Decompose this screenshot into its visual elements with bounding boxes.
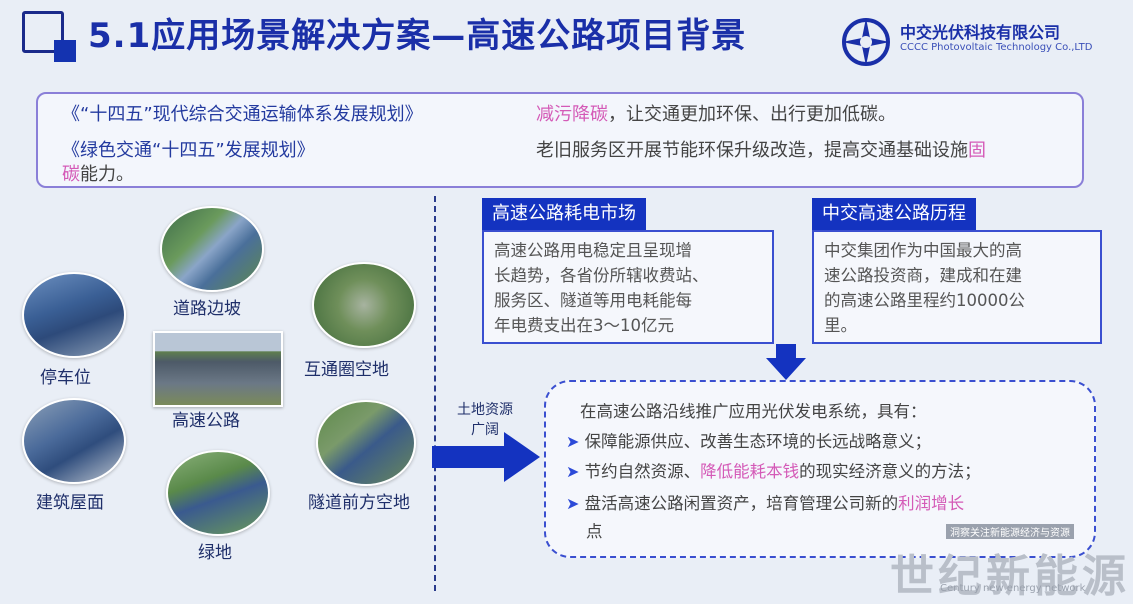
arrow-down-icon	[766, 344, 806, 380]
company-name-en: CCCC Photovoltaic Technology Co.,LTD	[900, 42, 1093, 53]
policy-2-desc-line2: 碳能力。	[62, 164, 134, 185]
photo-tunnel	[316, 400, 416, 486]
label-green-space: 绿地	[198, 543, 232, 563]
photo-green-space	[166, 450, 270, 536]
photo-interchange	[312, 262, 416, 348]
policy-1-title: 《“十四五”现代综合交通运输体系发展规划》	[62, 104, 423, 125]
benefit-item-3: ➤ 盘活高速公路闲置资产，培育管理公司新的利润增长	[566, 494, 965, 513]
label-roadside-slope: 道路边坡	[173, 299, 241, 319]
benefits-intro: 在高速公路沿线推广应用光伏发电系统，具有：	[580, 402, 927, 421]
arrow-label: 土地资源 广阔	[457, 402, 513, 438]
company-name-cn: 中交光伏科技有限公司	[900, 23, 1061, 42]
policy-2-title: 《绿色交通“十四五”发展规划》	[62, 140, 315, 161]
arrow-right-icon: ➤	[566, 432, 580, 451]
benefit-item-3-end: 点	[586, 522, 603, 541]
market-box: 高速公路用电稳定且呈现增 长趋势，各省份所辖收费站、 服务区、隧道等用电耗能每 …	[482, 230, 774, 344]
header-decoration-square	[54, 40, 76, 62]
photo-roadside-slope	[160, 206, 264, 292]
photo-rooftop	[22, 398, 126, 484]
header-decoration-frame	[22, 11, 64, 53]
watermark-main: 世纪新能源网	[890, 551, 1133, 602]
label-rooftop: 建筑屋面	[36, 493, 104, 513]
benefit-item-1: ➤ 保障能源供应、改善生态环境的长远战略意义；	[566, 432, 932, 451]
benefit-item-2: ➤ 节约自然资源、降低能耗本钱的现实经济意义的方法；	[566, 462, 981, 481]
watermark-sub: Century new energy network	[940, 583, 1086, 594]
label-tunnel: 隧道前方空地	[308, 493, 410, 513]
policy-box	[36, 92, 1084, 188]
policy-1-highlight: 减污降碳	[536, 104, 608, 125]
history-title: 中交高速公路历程	[812, 198, 976, 230]
label-interchange: 互通圈空地	[304, 360, 389, 380]
photo-parking	[22, 272, 126, 358]
arrow-right-icon: ➤	[566, 462, 580, 481]
label-highway: 高速公路	[172, 411, 240, 431]
arrow-right-icon	[432, 432, 540, 482]
section-divider	[434, 196, 436, 591]
policy-1-desc: 减污降碳，让交通更加环保、出行更加低碳。	[536, 100, 896, 126]
label-parking: 停车位	[40, 368, 91, 388]
photo-highway	[153, 331, 283, 407]
market-title: 高速公路耗电市场	[482, 198, 646, 230]
policy-2-desc: 老旧服务区开展节能环保升级改造，提高交通基础设施固	[536, 140, 986, 161]
company-logo-icon	[842, 18, 890, 66]
page-title: 5.1应用场景解决方案—高速公路项目背景	[88, 16, 747, 56]
policy-1-text: ，让交通更加环保、出行更加低碳。	[608, 104, 896, 125]
arrow-right-icon: ➤	[566, 494, 580, 513]
watermark-tag: 洞察关注新能源经济与资源	[946, 524, 1074, 539]
history-box: 中交集团作为中国最大的高 速公路投资商，建成和在建 的高速公路里程约10000公…	[812, 230, 1102, 344]
